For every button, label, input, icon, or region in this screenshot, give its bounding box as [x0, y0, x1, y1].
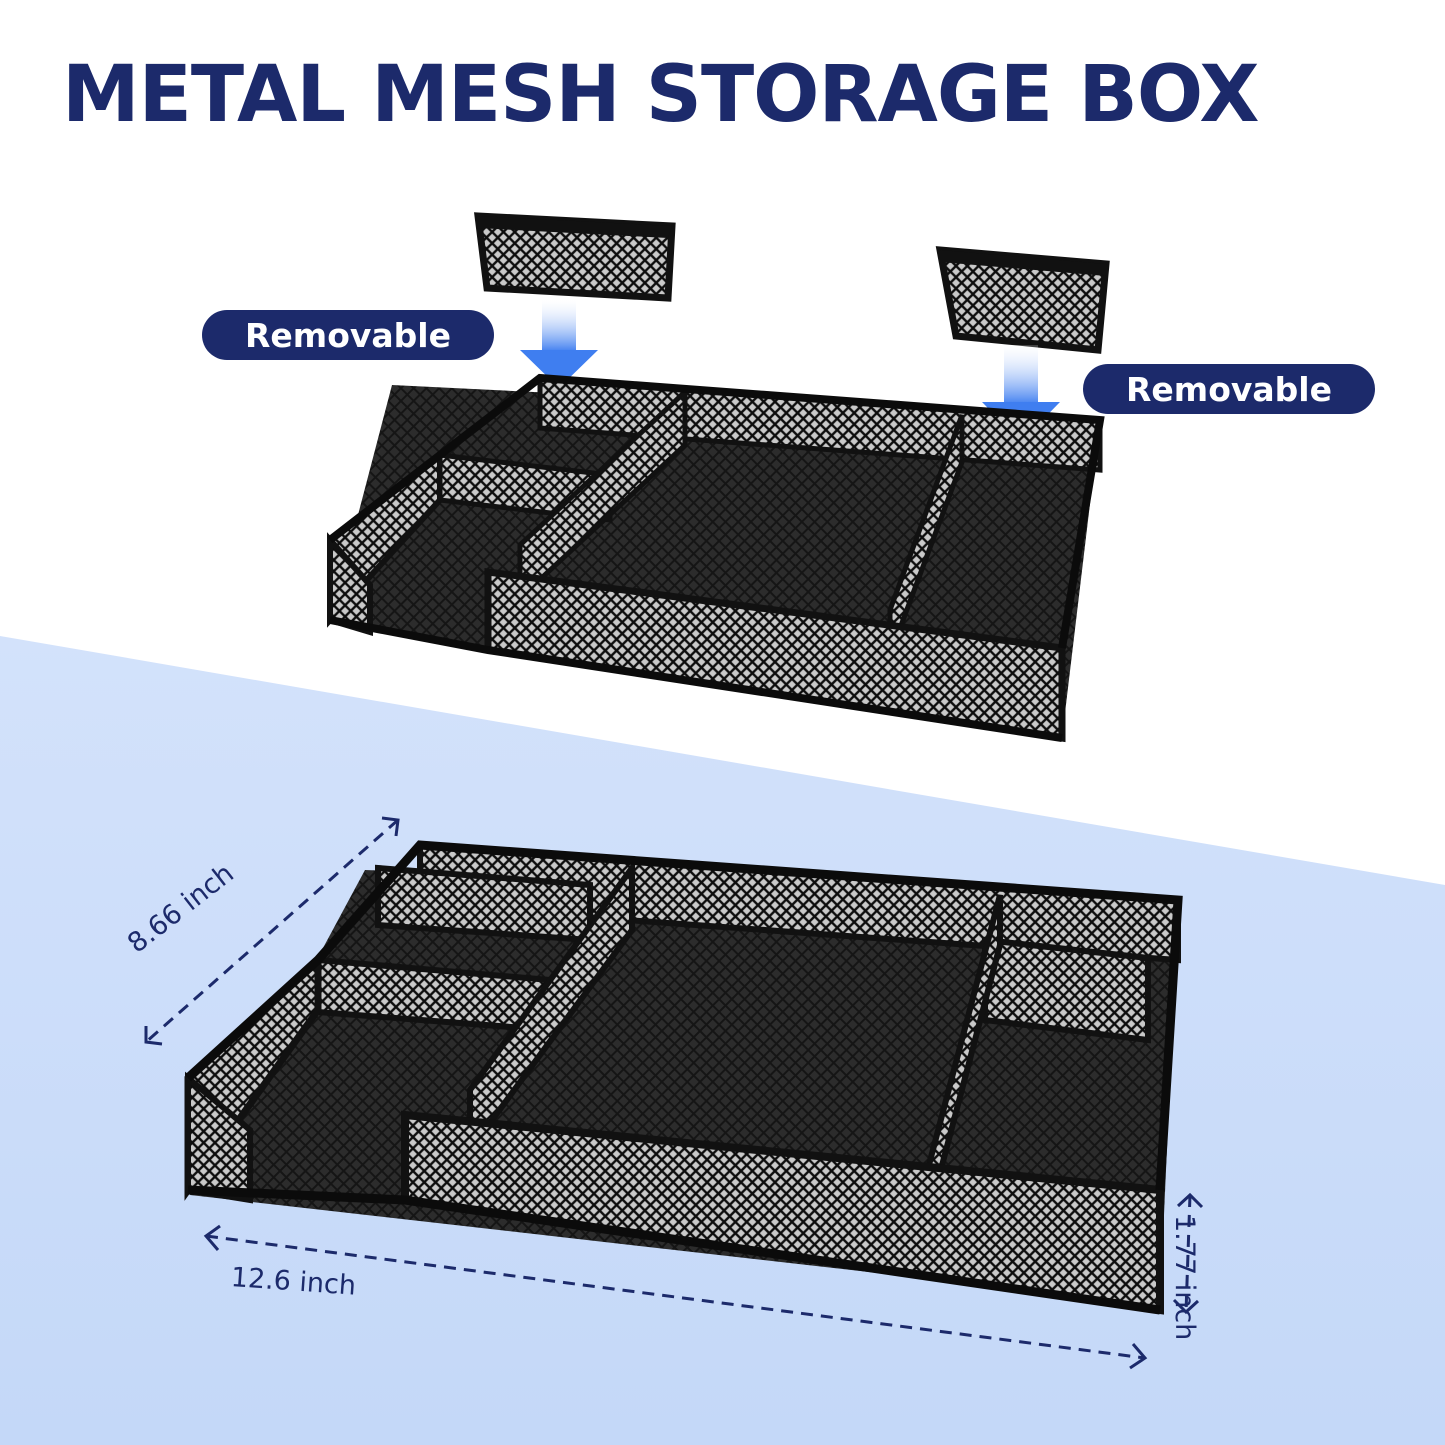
storage-tray-top	[327, 373, 1105, 743]
depth-dimension-arrow	[144, 816, 400, 1046]
removable-divider-left	[474, 212, 676, 302]
height-dimension-arrow	[1172, 1192, 1204, 1315]
page-title: METAL MESH STORAGE BOX	[62, 50, 1259, 140]
width-dimension-arrow	[203, 1224, 1148, 1370]
removable-divider-right	[935, 246, 1110, 354]
removable-label-left: Removable	[202, 310, 494, 360]
storage-tray-bottom	[184, 840, 1183, 1315]
insert-arrow-left-icon	[520, 300, 598, 388]
height-dimension-label: 1.77 inch	[1169, 1215, 1200, 1341]
removable-label-right: Removable	[1083, 364, 1375, 414]
